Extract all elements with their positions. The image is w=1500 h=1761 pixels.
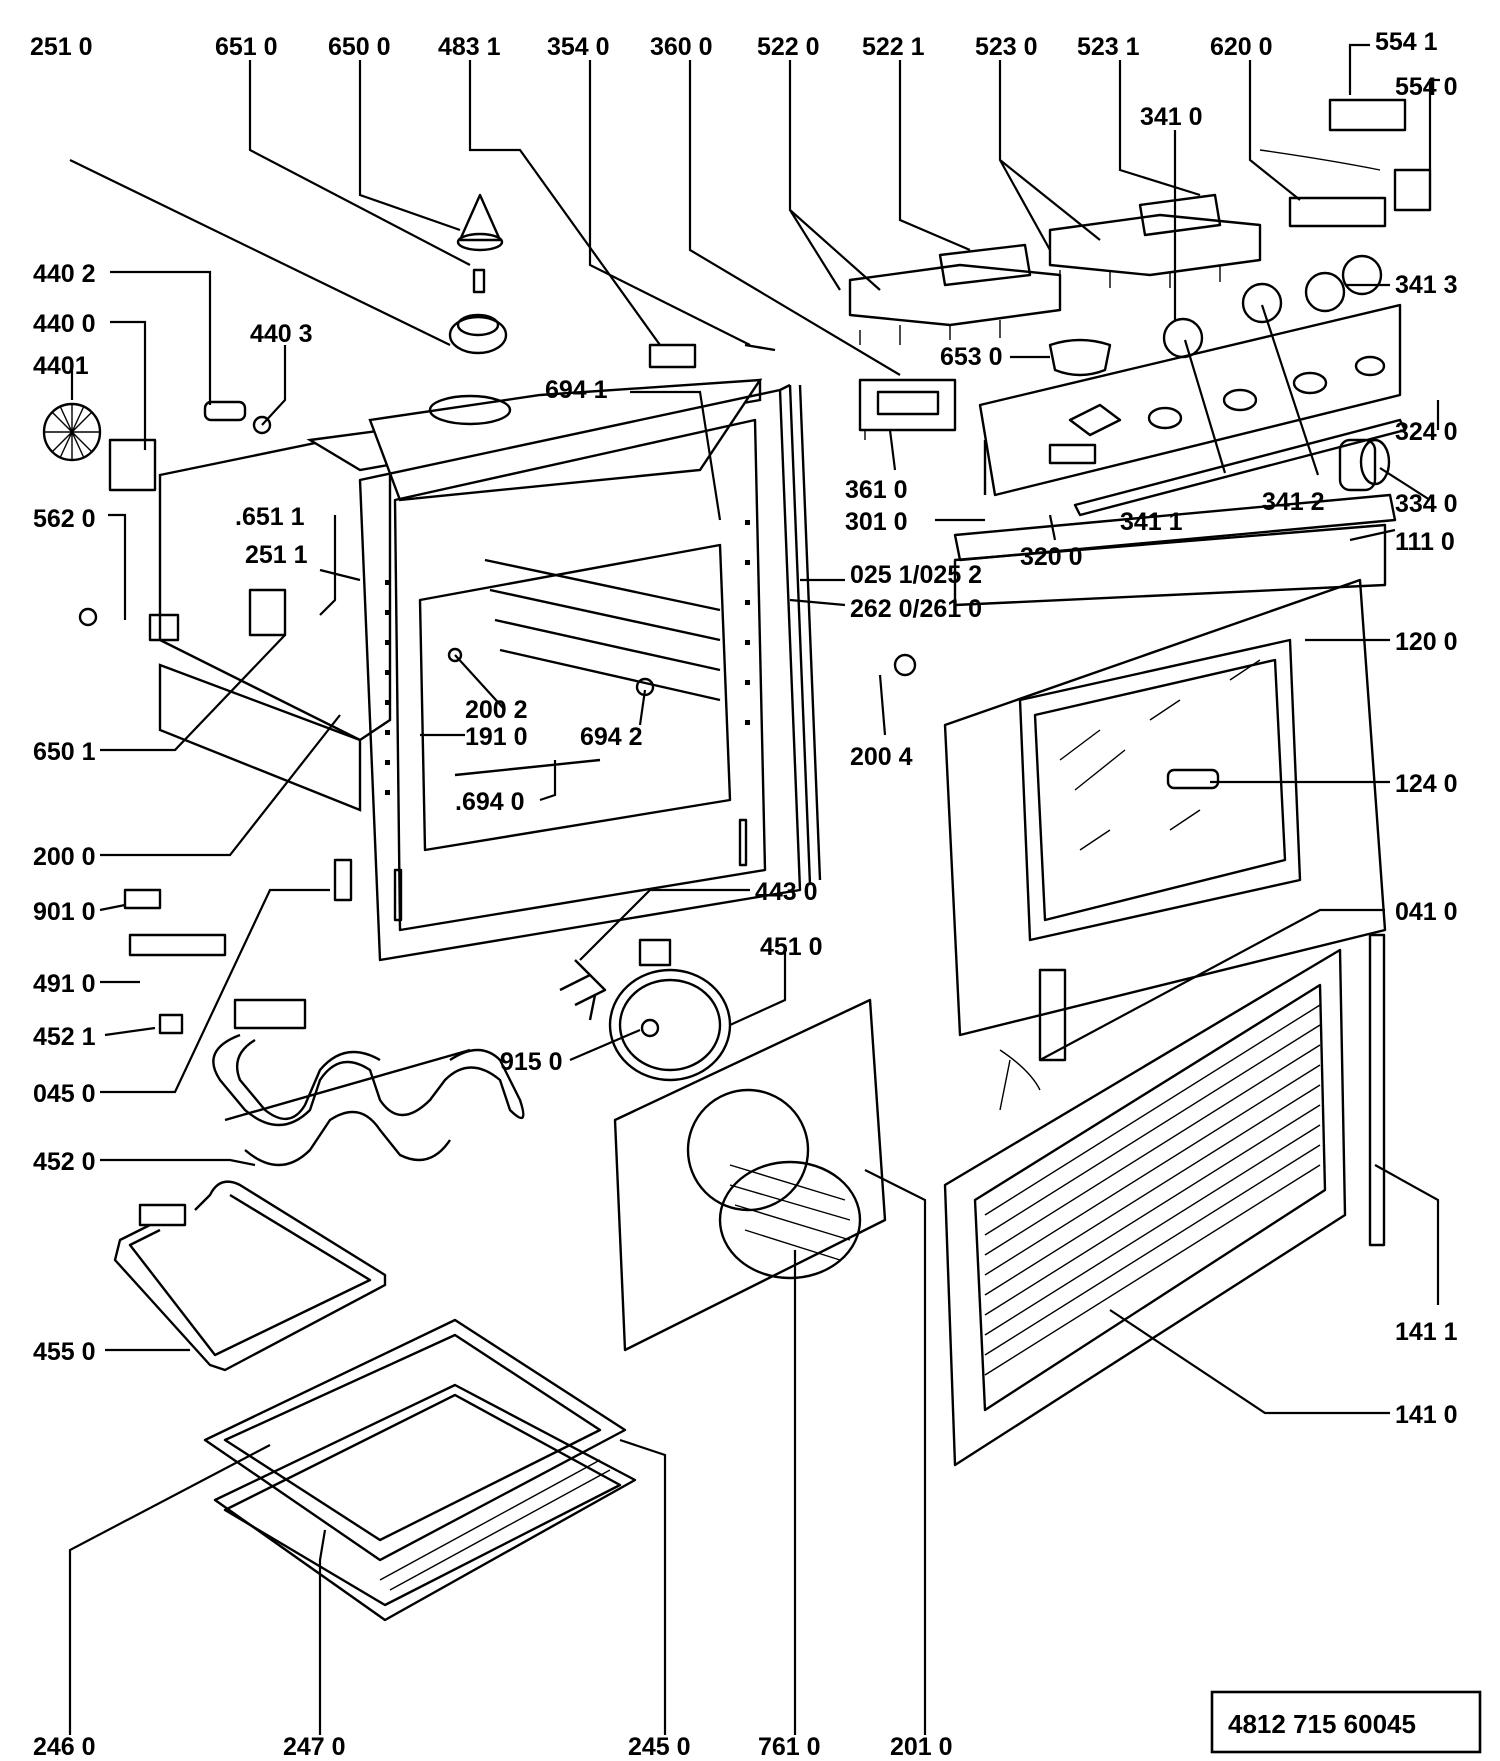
part-label-141-1: 141 1	[1395, 1318, 1458, 1346]
part-label-483-1: 483 1	[438, 33, 501, 61]
part-label-650-1: 650 1	[33, 738, 96, 766]
part-label-452-0: 452 0	[33, 1148, 96, 1176]
part-label-901-0: 901 0	[33, 898, 96, 926]
part-label-025-1-025-2: 025 1/025 2	[850, 561, 982, 589]
part-label-523-0: 523 0	[975, 33, 1038, 61]
part-251-1-drawing	[248, 588, 287, 637]
part-label-554-0: 554 0	[1395, 73, 1458, 101]
part-label-301-0: 301 0	[845, 508, 908, 536]
part-200-2-drawing	[447, 647, 463, 663]
circular-element	[559, 938, 732, 1082]
part-label-522-0: 522 0	[757, 33, 820, 61]
part-label-200-0: 200 0	[33, 843, 96, 871]
part-label-761-0: 761 0	[758, 1733, 821, 1761]
rear-panel	[613, 998, 887, 1352]
part-label-354-0: 354 0	[547, 33, 610, 61]
document-number: 4812 715 60045	[1228, 1709, 1416, 1739]
part-562-drawing	[148, 613, 180, 642]
part-labels: 251 0 651 0 650 0 483 1 354 0 360 0 522 …	[30, 28, 1458, 1761]
part-label-451-0: 451 0	[760, 933, 823, 961]
inner-panel	[943, 933, 1386, 1467]
part-label-201-0: 201 0	[890, 1733, 953, 1761]
oven-cavity	[158, 378, 822, 962]
timer	[858, 378, 957, 440]
part-label-361-0: 361 0	[845, 476, 908, 504]
part-label-440-2: 440 2	[33, 260, 96, 288]
part-label-111-0: 111 0	[1395, 528, 1455, 556]
part-label-041-0: 041 0	[1395, 898, 1458, 926]
part-label-443-0: 443 0	[755, 878, 818, 906]
part-label-320-0: 320 0	[1020, 543, 1083, 571]
part-label-045-0: 045 0	[33, 1080, 96, 1108]
leader-lines	[68, 43, 1440, 1735]
part-653-drawing	[1048, 338, 1112, 377]
part-label-650-0: 650 0	[328, 33, 391, 61]
part-label-491-0: 491 0	[33, 970, 96, 998]
part-drawings	[42, 98, 1432, 1622]
part-label-341-0: 341 0	[1140, 103, 1203, 131]
part-label-620-0: 620 0	[1210, 33, 1273, 61]
part-label-191-0: 191 0	[465, 723, 528, 751]
part-label-554-1: 554 1	[1375, 28, 1438, 56]
thermostat-parts	[1259, 98, 1432, 228]
part-200-4-drawing	[893, 653, 917, 677]
part-label-141-0: 141 0	[1395, 1401, 1458, 1429]
part-label-440-0: 440 0	[33, 310, 96, 338]
part-label-694-0: .694 0	[455, 788, 525, 816]
document-number-box: 4812 715 60045	[1210, 1690, 1482, 1754]
part-label-247-0: 247 0	[283, 1733, 346, 1761]
oven-door	[943, 493, 1397, 1111]
part-label-915-0: 915 0	[500, 1048, 563, 1076]
top-heating-element	[212, 998, 525, 1167]
part-label-246-0: 246 0	[33, 1733, 96, 1761]
part-label-522-1: 522 1	[862, 33, 925, 61]
part-label-251-1: 251 1	[245, 541, 308, 569]
part-label-124-0: 124 0	[1395, 770, 1458, 798]
part-label-651-1: .651 1	[235, 503, 305, 531]
part-045-bracket-drawing	[333, 858, 353, 902]
switch-blocks	[848, 193, 1262, 345]
fan-motor	[42, 400, 272, 492]
part-452-1-drawing	[158, 1013, 184, 1035]
part-label-694-1: 694 1	[545, 376, 608, 404]
bottom-heating-element	[113, 1180, 387, 1372]
part-label-341-1: 341 1	[1120, 508, 1183, 536]
part-334-drawing	[1338, 438, 1377, 492]
part-694-0-drawing	[454, 758, 601, 777]
part-label-360-0: 360 0	[650, 33, 713, 61]
part-label-200-2: 200 2	[465, 696, 528, 724]
part-label-245-0: 245 0	[628, 1733, 691, 1761]
part-label-523-1: 523 1	[1077, 33, 1140, 61]
part-label-452-1: 452 1	[33, 1023, 96, 1051]
part-label-455-0: 455 0	[33, 1338, 96, 1366]
part-label-653-0: 653 0	[940, 343, 1003, 371]
part-label-694-2: 694 2	[580, 723, 643, 751]
part-label-562-0: 562 0	[33, 505, 96, 533]
part-label-120-0: 120 0	[1395, 628, 1458, 656]
part-491-drawing	[128, 933, 227, 957]
part-901-drawing	[123, 888, 162, 910]
part-label-334-0: 334 0	[1395, 490, 1458, 518]
part-label-200-4: 200 4	[850, 743, 913, 771]
part-label-651-0: 651 0	[215, 33, 278, 61]
part-354-drawing	[744, 343, 776, 352]
turnspit-parts	[448, 193, 508, 355]
part-label-440-3: 440 3	[250, 320, 313, 348]
part-label-262-0-261-0: 262 0/261 0	[850, 595, 982, 623]
baking-trays	[203, 1318, 637, 1622]
part-label-341-3: 341 3	[1395, 271, 1458, 299]
part-label-324-0: 324 0	[1395, 418, 1458, 446]
part-562b-drawing	[78, 607, 98, 627]
control-knobs	[1162, 254, 1383, 359]
part-label-251-0: 251 0	[30, 33, 93, 61]
part-label-341-2: 341 2	[1262, 488, 1325, 516]
control-panel	[978, 303, 1407, 517]
part-483-drawing	[648, 343, 697, 369]
part-label-440-1: 4401	[33, 352, 89, 380]
